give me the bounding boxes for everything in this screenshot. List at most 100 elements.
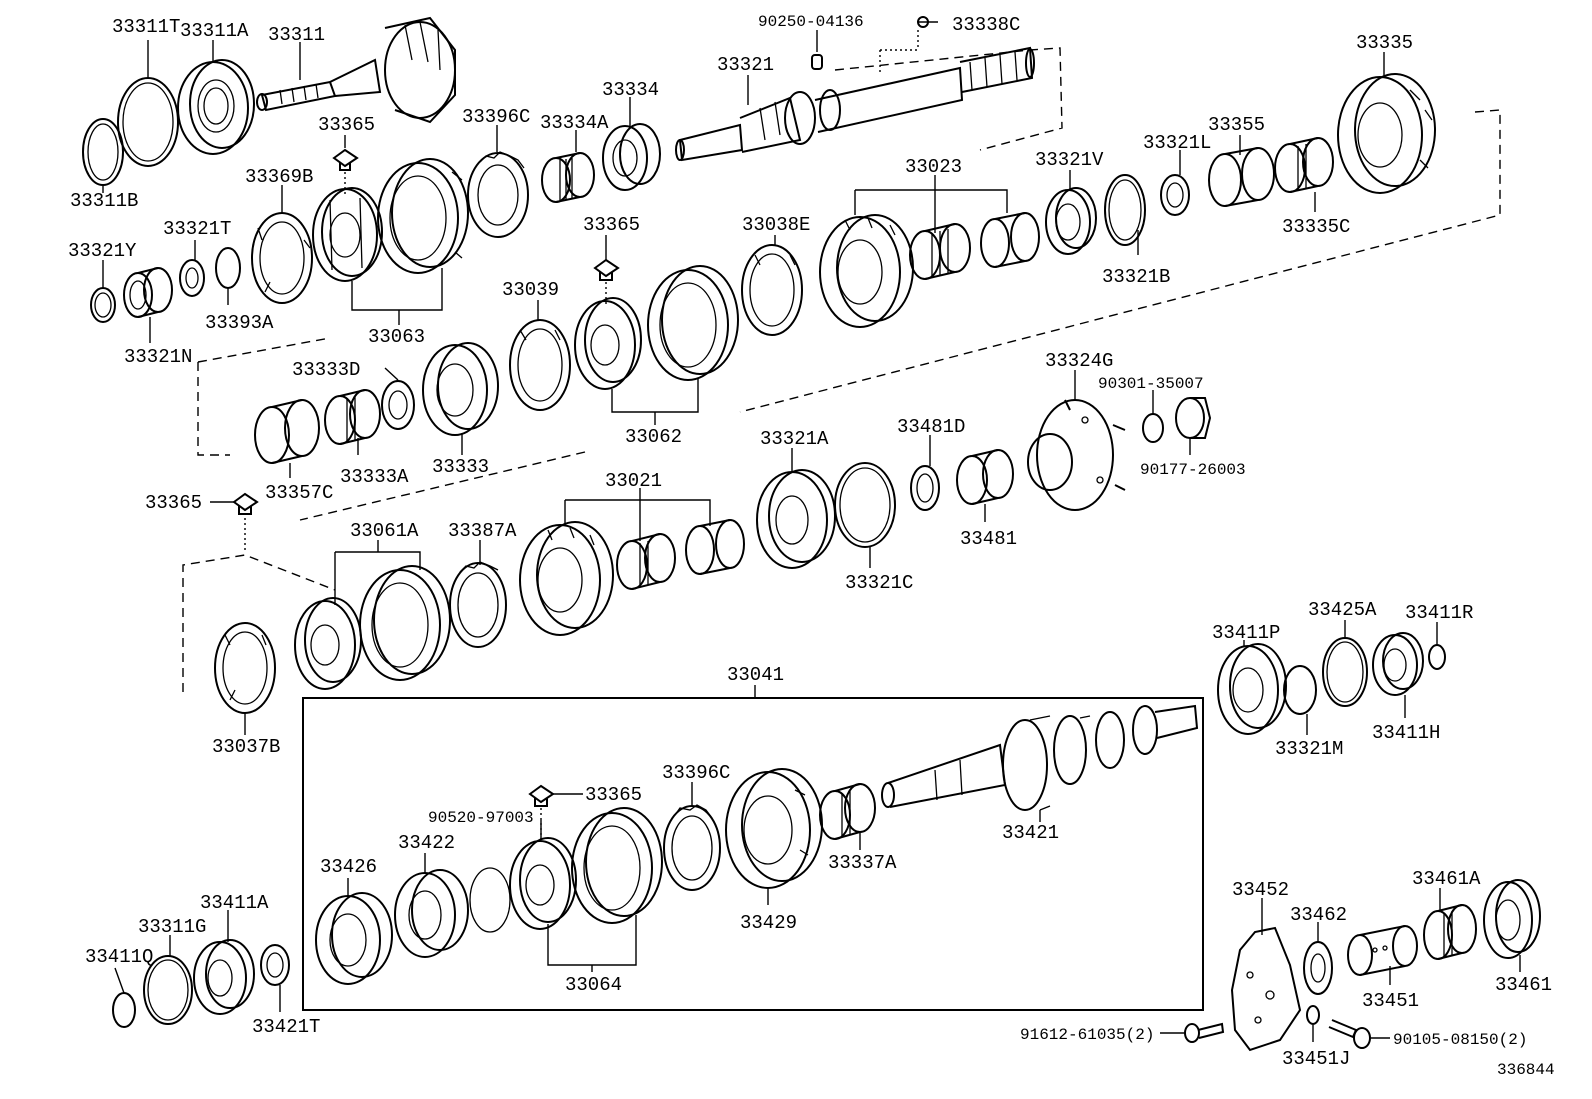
group-outline-left-bracket [197, 362, 230, 456]
washer-33462 [1303, 941, 1333, 995]
label-33321N: 33321N [124, 346, 192, 368]
label-33393A: 33393A [205, 312, 274, 334]
label-33063: 33063 [368, 326, 425, 348]
label-33321B: 33321B [1102, 266, 1170, 288]
label-90520-97003: 90520-97003 [428, 809, 534, 827]
label-33365-c: 33365 [145, 492, 202, 514]
label-33481D: 33481D [897, 416, 965, 438]
poppet-33365-b [593, 258, 620, 305]
gear-33429 [725, 768, 823, 889]
needle-bearing-33335C [1274, 137, 1334, 193]
synchronizer-sleeve-33061A [359, 565, 451, 681]
label-90301-35007: 90301-35007 [1098, 375, 1204, 393]
diagram-id: 336844 [1497, 1061, 1555, 1079]
group-outline-countershaft-top [834, 47, 1063, 151]
label-33396C-b: 33396C [662, 762, 730, 784]
needle-bearing-33337A [819, 783, 876, 840]
label-33041: 33041 [727, 664, 784, 686]
group-outline-upper-right [739, 109, 1501, 413]
label-33396C-a: 33396C [462, 106, 530, 128]
label-33321A: 33321A [760, 428, 829, 450]
countershaft-33421 [881, 704, 1199, 811]
snap-ring-33411R [1428, 644, 1446, 670]
gear-33335 [1337, 73, 1436, 194]
label-33333: 33333 [432, 456, 489, 478]
label-33039: 33039 [502, 279, 559, 301]
label-33365-a: 33365 [318, 114, 375, 136]
needle-bearing-33023 [909, 223, 971, 280]
label-33452: 33452 [1232, 879, 1289, 901]
label-33411R: 33411R [1405, 602, 1473, 624]
label-33338C: 33338C [952, 14, 1020, 36]
bolt-91612-61035 [1184, 1022, 1225, 1043]
label-33462: 33462 [1290, 904, 1347, 926]
label-33365-d: 33365 [585, 784, 642, 806]
gear-33333 [422, 342, 499, 436]
label-33064: 33064 [565, 974, 622, 996]
synchronizer-hub-33064 [509, 837, 577, 930]
label-33037B: 33037B [212, 736, 280, 758]
washer-33321T [179, 259, 205, 297]
label-33321T: 33321T [163, 218, 231, 240]
label-33421T: 33421T [252, 1016, 320, 1038]
ring-33396C-a [467, 151, 529, 238]
bushing-33021 [685, 519, 745, 575]
label-33021: 33021 [605, 470, 662, 492]
label-33311A: 33311A [180, 20, 249, 42]
synchronizer-sleeve-33064 [571, 807, 663, 924]
label-33311: 33311 [268, 24, 325, 46]
label-33461A: 33461A [1412, 868, 1481, 890]
needle-bearing-33461A [1423, 904, 1477, 960]
synchro-ring-33038E [741, 244, 803, 336]
ring-33311T [117, 77, 179, 167]
label-91612-61035: 91612-61035(2) [1020, 1026, 1154, 1044]
bearing-33421T [260, 944, 290, 986]
label-33387A: 33387A [448, 520, 517, 542]
label-33337A: 33337A [828, 852, 897, 874]
nut-90177-26003 [1175, 397, 1212, 439]
label-33321Y: 33321Y [68, 240, 137, 262]
poppet-33365-a [332, 148, 359, 195]
label-33334: 33334 [602, 79, 659, 101]
snap-ring-33425A [1322, 637, 1368, 707]
synchro-ring-33037B [214, 622, 276, 714]
label-33365-b: 33365 [583, 214, 640, 236]
ring-33311G [143, 955, 193, 1025]
label-33411A: 33411A [200, 892, 269, 914]
label-33333A: 33333A [340, 466, 409, 488]
label-33411Q: 33411Q [85, 946, 153, 968]
label-33355: 33355 [1208, 114, 1265, 136]
main-shaft-33321 [675, 46, 1035, 162]
snap-ring-33321M [1283, 665, 1317, 715]
label-33481: 33481 [960, 528, 1017, 550]
bearing-33411A [193, 939, 255, 1015]
label-33425A: 33425A [1308, 599, 1377, 621]
washer-33481D [910, 465, 940, 511]
label-33335: 33335 [1356, 32, 1413, 54]
poppet-33365-c [232, 492, 259, 552]
label-90177-26003: 90177-26003 [1140, 461, 1246, 479]
synchro-ring-33039 [509, 319, 571, 411]
ring-33396C-b [663, 804, 721, 891]
pin-90250-04136 [811, 30, 823, 70]
synchronizer-hub-33062 [574, 297, 642, 390]
washer-33333D [381, 380, 415, 430]
label-33311B: 33311B [70, 190, 138, 212]
countershaft-assembly-box-33041 [302, 697, 1204, 1011]
synchronizer-hub-33061A [294, 597, 362, 690]
bushing-33357C [254, 399, 320, 464]
snap-ring-33411Q [112, 992, 136, 1028]
bushing-33023 [980, 212, 1040, 268]
label-33321V: 33321V [1035, 149, 1104, 171]
synchronizer-sleeve-33063 [377, 158, 469, 274]
label-33321L: 33321L [1143, 132, 1211, 154]
label-33038E: 33038E [742, 214, 810, 236]
label-33461: 33461 [1495, 974, 1552, 996]
label-33335C: 33335C [1282, 216, 1350, 238]
gear-33461 [1483, 879, 1541, 959]
label-33062: 33062 [625, 426, 682, 448]
label-33411H: 33411H [1372, 722, 1440, 744]
label-33451J: 33451J [1282, 1048, 1350, 1070]
label-33369B: 33369B [245, 166, 313, 188]
